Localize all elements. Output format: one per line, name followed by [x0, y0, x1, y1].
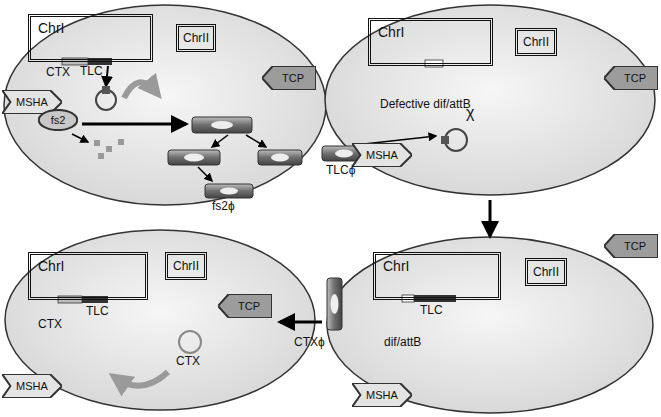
- annotation-label: CTXϕ: [294, 336, 325, 349]
- node-label: TCP: [616, 240, 646, 252]
- tcp-tag: TCP: [218, 294, 272, 318]
- excision-arrow: [106, 66, 108, 86]
- annotation-label: CTX: [46, 66, 70, 79]
- annotation-label: CTX: [38, 318, 62, 331]
- phage-particle: [168, 150, 220, 165]
- plasmid-site: [441, 136, 449, 144]
- curved-arrow: [116, 372, 168, 386]
- arrow: [198, 167, 212, 181]
- node-label: ChrII: [523, 35, 549, 49]
- protein: [118, 139, 124, 145]
- node-label: TCP: [230, 300, 260, 312]
- annotation-label: Defective dif/attB: [380, 98, 471, 111]
- annotation-label: CTX: [176, 355, 200, 368]
- tcp-tag: TCP: [604, 234, 658, 258]
- msha-tag: MSHA: [2, 374, 62, 398]
- protein: [94, 140, 100, 146]
- phage-particle: [192, 117, 252, 133]
- plasmid: [179, 331, 201, 353]
- annotation-label: fs2ϕ: [212, 200, 235, 213]
- annotation-label: TLCϕ: [326, 164, 355, 177]
- chromosome-one-box: ChrI: [28, 14, 153, 62]
- node-label: ChrI: [383, 258, 409, 274]
- node-label: MSHA: [366, 389, 398, 401]
- node-label: ChrI: [38, 20, 64, 36]
- chromosome-one-box: ChrI: [373, 252, 501, 300]
- node-label: ChrI: [38, 258, 64, 274]
- msha-tag: MSHA: [352, 143, 412, 167]
- arrow: [72, 134, 88, 142]
- chromosome-two-box: ChrII: [176, 24, 216, 52]
- fs2-element: fs2: [38, 109, 78, 131]
- chromosome-two-box: ChrII: [165, 252, 207, 280]
- phage-particle: [327, 278, 342, 330]
- phage-particle: [205, 184, 253, 198]
- node-label: TCP: [274, 72, 304, 84]
- chromosome-one-box: ChrI: [368, 18, 493, 66]
- annotation-label: TLC: [80, 65, 103, 78]
- chromosome-two-box: ChrII: [525, 258, 567, 286]
- msha-tag: MSHA: [352, 383, 412, 407]
- node-label: TCP: [616, 72, 646, 84]
- tcp-tag: TCP: [262, 66, 316, 90]
- plasmid-site: [102, 86, 110, 94]
- protein: [106, 146, 112, 152]
- tcp-tag: TCP: [604, 66, 658, 90]
- node-label: ChrI: [378, 24, 404, 40]
- chromosome-one-box: ChrI: [28, 252, 148, 300]
- annotation-label: dif/attB: [384, 336, 421, 349]
- cell: [325, 5, 655, 195]
- thick-arrow: [489, 200, 492, 236]
- arrow: [212, 135, 228, 147]
- annotation-label: TLC: [86, 305, 109, 318]
- annotation-label: χ: [466, 104, 474, 122]
- node-label: MSHA: [16, 96, 48, 108]
- node-label: MSHA: [366, 149, 398, 161]
- protein: [98, 153, 104, 159]
- curved-arrow: [124, 82, 156, 98]
- node-label: ChrII: [173, 259, 199, 273]
- phage-particle: [258, 150, 302, 165]
- chromosome-two-box: ChrII: [515, 28, 557, 56]
- node-label: MSHA: [16, 380, 48, 392]
- node-label: ChrII: [533, 265, 559, 279]
- cell: [327, 237, 653, 413]
- arrow: [246, 135, 266, 147]
- thick-arrow: [280, 321, 322, 324]
- thick-arrow: [82, 123, 186, 126]
- node-label: ChrII: [183, 31, 209, 45]
- node-label: fs2: [51, 114, 66, 126]
- annotation-label: TLC: [420, 304, 443, 317]
